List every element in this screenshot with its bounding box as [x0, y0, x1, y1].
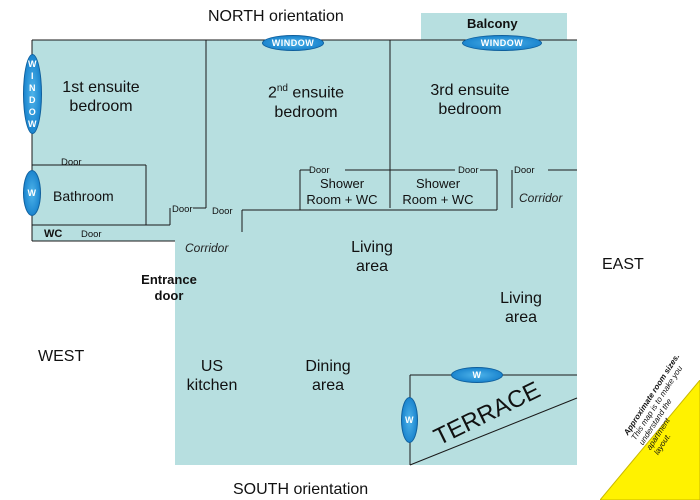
living-area-1-line1: Living [351, 239, 393, 256]
door-label-bathroom: Door [61, 157, 82, 168]
bedroom-3-line2: bedroom [438, 101, 502, 119]
kitchen-label: US kitchen [180, 357, 244, 395]
door-label-shower2: Door [458, 165, 479, 176]
north-orientation-label: NORTH orientation [208, 8, 344, 25]
east-label: EAST [602, 256, 644, 273]
living-area-1-label: Living area [343, 238, 401, 276]
window-north-1: WINDOW [262, 35, 324, 51]
bedroom-2-line2: bedroom [274, 103, 338, 121]
window-terrace-left: W [401, 397, 418, 443]
kitchen-line2: kitchen [186, 377, 238, 395]
window-terrace-top: W [451, 367, 503, 383]
bedroom-1-line1: 1st ensuite [62, 79, 140, 96]
bedroom-2-label: 2nd ensuite bedroom [258, 83, 354, 122]
living-area-2-line2: area [504, 309, 538, 327]
shower-room-1-label: Shower Room + WC [302, 176, 382, 207]
shower-room-1-line1: Shower [319, 176, 365, 191]
bedroom-1-label: 1st ensuite bedroom [58, 78, 144, 116]
living-area-2-line1: Living [500, 290, 542, 307]
bedroom-3-label: 3rd ensuite bedroom [424, 81, 516, 119]
window-west-letter-2: I [30, 71, 34, 81]
entrance-line1: Entrance [141, 272, 197, 287]
shower-room-2-label: Shower Room + WC [398, 176, 478, 207]
window-bathroom: W [23, 170, 41, 216]
shower-room-1-line2: Room + WC [306, 191, 378, 207]
terrace-area [410, 375, 577, 465]
window-west-vertical: W I N D O W [23, 54, 42, 134]
window-west-letter-5: O [28, 107, 37, 117]
shower-room-2-line2: Room + WC [402, 191, 474, 207]
window-west-letter-4: D [29, 95, 36, 105]
bedroom-2-prefix: 2 [267, 84, 277, 102]
disclaimer-background [600, 380, 700, 500]
door-label-shower1: Door [309, 165, 330, 176]
entrance-door-label: Entrance door [136, 272, 202, 303]
balcony-label: Balcony [467, 16, 518, 31]
window-west-letter-1: W [28, 59, 37, 69]
window-west-letter-6: W [28, 119, 37, 129]
bedroom-2-sup: nd [276, 83, 288, 94]
west-label: WEST [38, 348, 85, 365]
living-area-1-line2: area [355, 258, 389, 276]
kitchen-line1: US [200, 358, 224, 375]
dining-line1: Dining [305, 358, 351, 375]
living-area-2-label: Living area [492, 289, 550, 327]
window-west-letter-3: N [29, 83, 36, 93]
apartment-floor [32, 13, 577, 465]
wc-label: WC [44, 228, 63, 240]
shower-room-2-line1: Shower [415, 176, 461, 191]
door-label-wc: Door [81, 229, 102, 240]
bedroom-2-rest: ensuite [287, 84, 345, 102]
corridor-east-label: Corridor [519, 191, 563, 205]
entrance-line2: door [154, 287, 184, 303]
dining-line2: area [311, 377, 345, 395]
window-north-2: WINDOW [462, 35, 542, 51]
bathroom-label: Bathroom [53, 188, 114, 204]
bedroom-2-line1: 2nd ensuite [258, 83, 354, 103]
bedroom-1-line2: bedroom [69, 98, 133, 116]
bedroom-3-line1: 3rd ensuite [430, 82, 510, 99]
door-label-bedroom1: Door [172, 204, 193, 215]
south-orientation-label: SOUTH orientation [233, 481, 369, 498]
door-label-bedroom3: Door [514, 165, 535, 176]
dining-label: Dining area [296, 357, 360, 395]
door-label-bedroom2: Door [212, 206, 233, 217]
corridor-west-label: Corridor [185, 241, 229, 255]
disclaimer-corner [600, 380, 700, 500]
